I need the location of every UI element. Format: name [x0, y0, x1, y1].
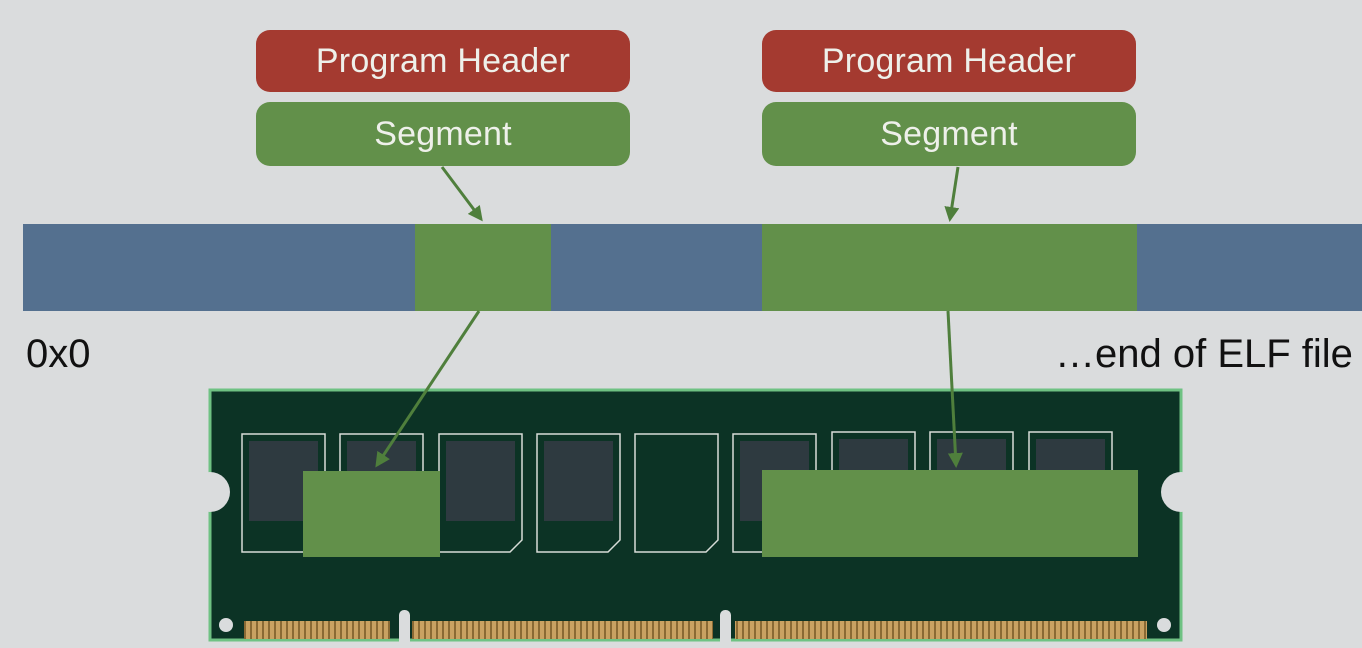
elf-file-bar	[23, 224, 1362, 311]
memory-segment-1	[303, 471, 440, 557]
arrow-file2-to-memory	[946, 310, 963, 468]
segment-box-2: Segment	[762, 102, 1136, 166]
file-segment-1	[415, 224, 551, 311]
arrow-segment2-to-file	[944, 166, 960, 222]
arrow-segment1-to-file	[440, 166, 483, 222]
file-start-label: 0x0	[26, 332, 91, 376]
ram-stick-icon	[190, 388, 1201, 648]
file-segment-2	[762, 224, 1137, 311]
program-header-box-1: Program Header	[256, 30, 630, 92]
program-header-box-2: Program Header	[762, 30, 1136, 92]
file-end-label: …end of ELF file	[1055, 332, 1353, 376]
segment-box-1: Segment	[256, 102, 630, 166]
memory-segment-2	[762, 470, 1138, 557]
arrow-file1-to-memory	[375, 310, 481, 468]
